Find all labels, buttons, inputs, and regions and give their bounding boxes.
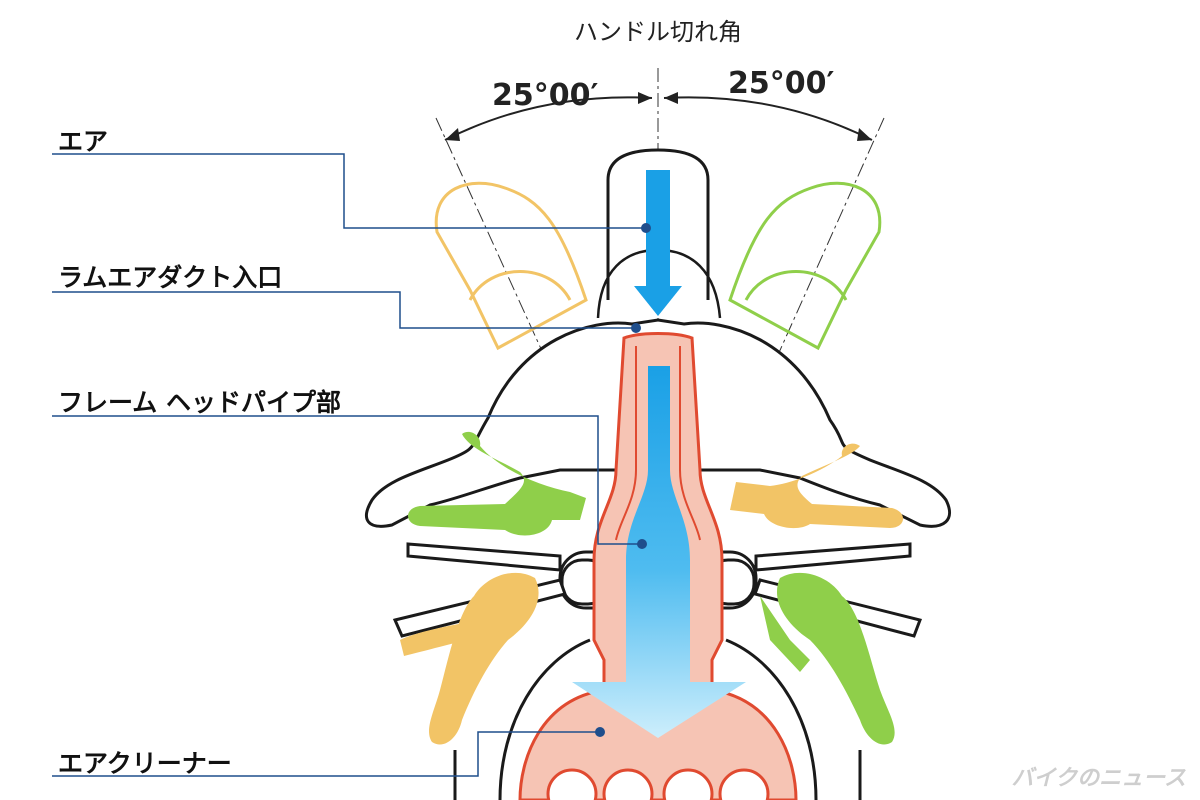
throttle-bodies [546,768,770,800]
label-air: エア [58,127,109,156]
tank-side-outline [453,750,862,800]
arrowhead [638,92,652,104]
tank-outline [498,638,818,800]
label-air-cleaner: エアクリーナー [58,749,232,778]
right-angle-arc [663,96,873,141]
air-flow-arrowhead [634,286,682,316]
label-ram-air-inlet: ラムエアダクト入口 [58,263,283,292]
label-frame-head-pipe: フレーム ヘッドパイプ部 [58,388,341,417]
left-steering-angle: 25°00′ [492,78,599,113]
diagram-title: ハンドル切れ角 [574,18,742,46]
arrowhead [664,92,678,104]
leader-lines [52,153,646,777]
right-angle-line [759,117,885,396]
right-turn-levers [408,431,895,745]
left-turn-levers [400,443,904,745]
arrowhead [857,128,872,141]
leader-dots [595,223,651,737]
frame-inner-edge [615,346,701,541]
right-turned-front-outline [728,181,882,351]
right-steering-angle: 25°00′ [728,66,835,101]
site-watermark: バイクのニュース [1011,766,1186,791]
left-turned-front-outline [434,181,588,351]
air-flow-duct [572,366,746,738]
arrowhead [445,128,460,141]
left-angle-arc [444,96,653,141]
